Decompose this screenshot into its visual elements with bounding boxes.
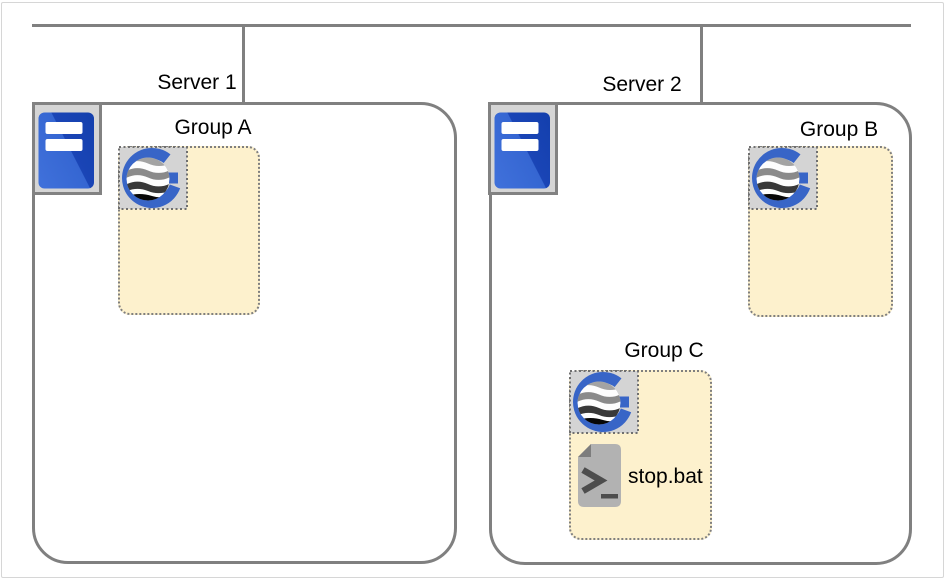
server1-connector-line: [242, 24, 245, 102]
network-bus-line: [32, 24, 911, 27]
server2-connector-line: [700, 24, 703, 102]
server1-label: Server 1: [157, 71, 237, 94]
geneos-gateway-icon: [118, 146, 188, 210]
groupB-label: Group B: [799, 118, 879, 141]
stop-bat-label: stop.bat: [628, 465, 703, 488]
server1-box: [32, 102, 457, 564]
server2-box: [489, 102, 912, 565]
batch-script-icon: [577, 443, 622, 508]
groupC-label: Group C: [624, 339, 704, 362]
geneos-gateway-icon: [569, 370, 639, 434]
server2-label: Server 2: [602, 73, 682, 96]
server-icon: [488, 102, 558, 195]
geneos-gateway-icon: [748, 146, 818, 210]
server-icon: [32, 102, 102, 195]
groupA-label: Group A: [174, 116, 252, 139]
